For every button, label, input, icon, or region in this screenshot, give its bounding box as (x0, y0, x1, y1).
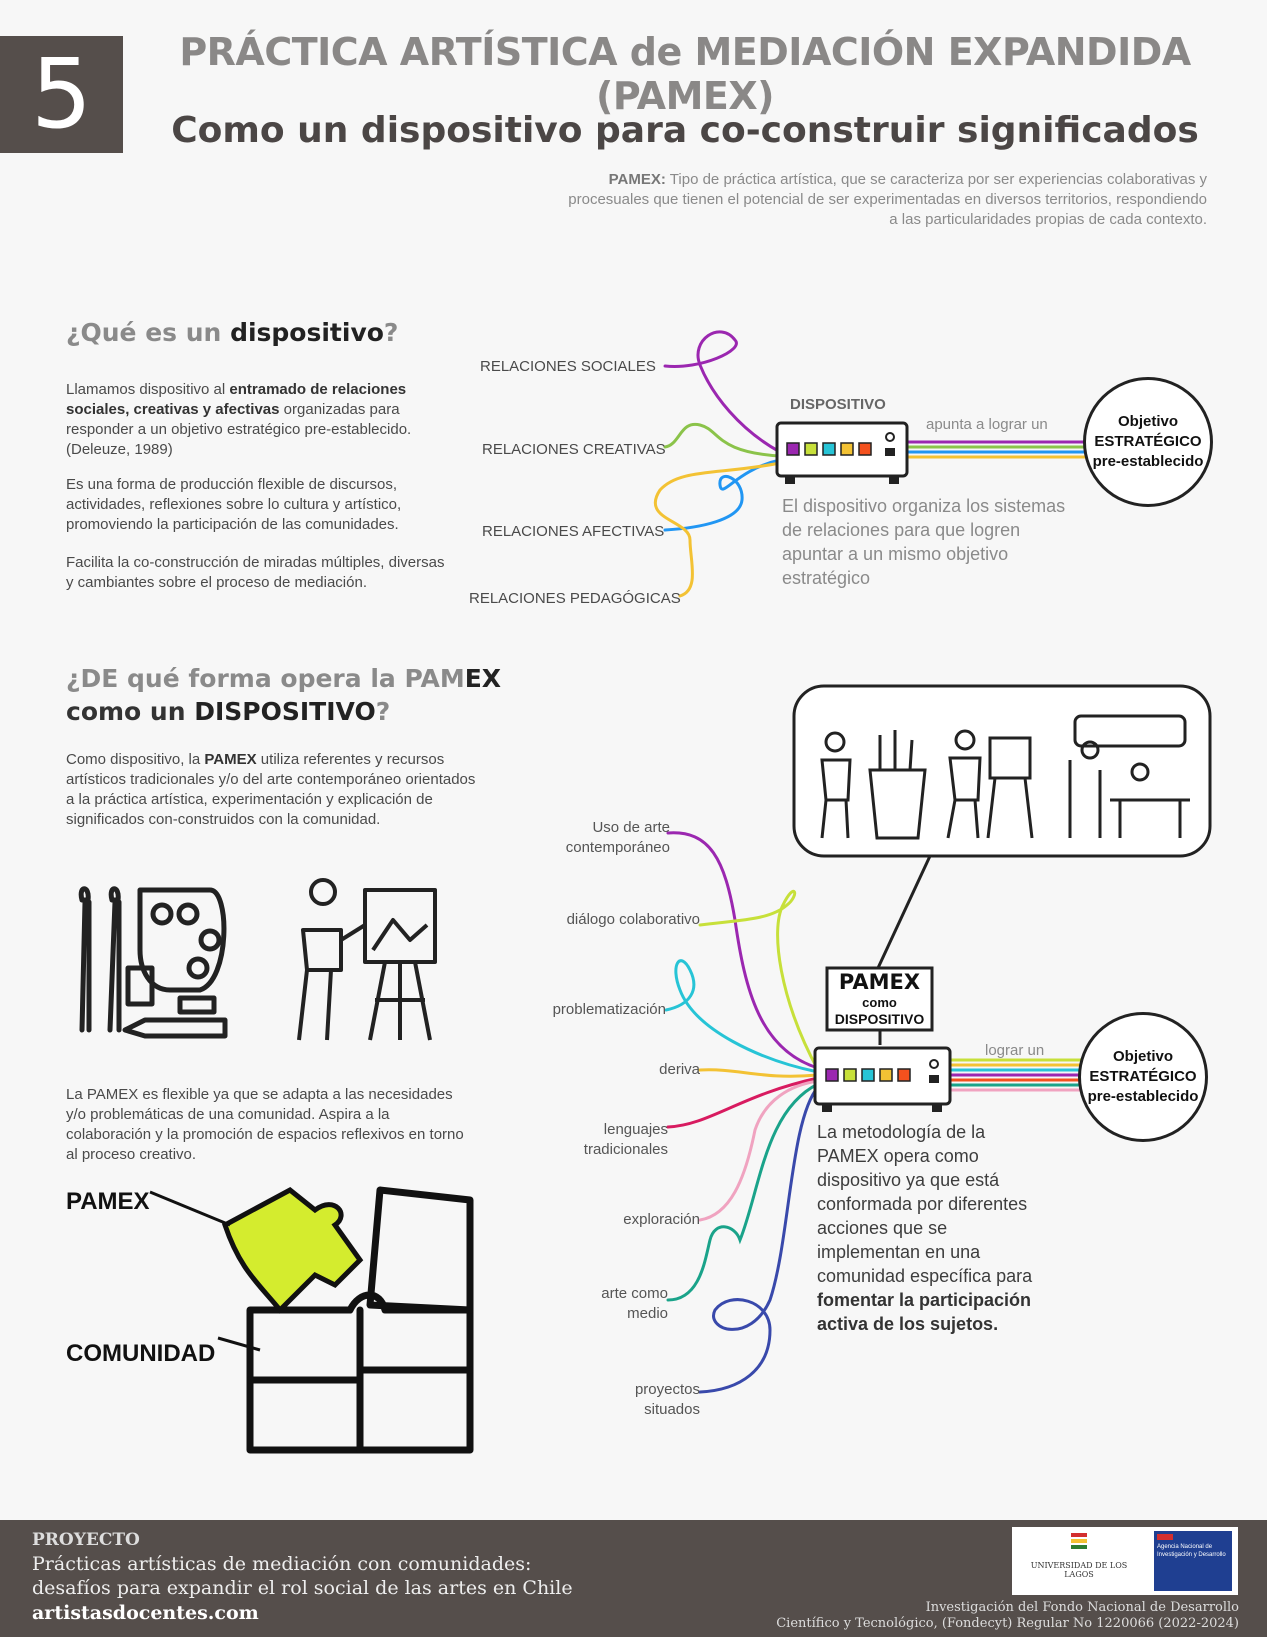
heading-bold: dispositivo (230, 318, 384, 347)
funding-text: Investigación del Fondo Nacional de Desa… (776, 1600, 1239, 1632)
definition-text: Tipo de práctica artística, que se carac… (568, 171, 1207, 228)
painter-easel-icon (297, 878, 437, 1041)
university-name: UNIVERSIDAD DE LOS LAGOS (1030, 1561, 1128, 1579)
objective2-line3: pre-establecido (1087, 1088, 1199, 1105)
funding-line2: Científico y Tecnológico, (Fondecyt) Reg… (776, 1616, 1239, 1631)
pedagogic-relation-line (653, 461, 782, 598)
footer-line2: desafíos para expandir el rol social de … (32, 1577, 573, 1599)
section-number: 5 (0, 36, 123, 153)
footer-line1: Prácticas artísticas de mediación con co… (32, 1553, 532, 1575)
heading2-line2-dark: DISPOSITIVO (194, 697, 376, 726)
action-deriva: deriva (659, 1061, 700, 1078)
creative-relation-line (663, 422, 782, 458)
pamex-monitor (825, 966, 934, 1045)
relation-label-affective: RELACIONES AFECTIVAS (482, 523, 665, 540)
heading2-dark: EX (464, 664, 502, 693)
art-supplies-icon (78, 886, 228, 1039)
agency-name: Agencia Nacional de Investigación y Desa… (1157, 1544, 1226, 1558)
device-box (775, 421, 909, 484)
p1-bold: entramado de relaciones sociales, creati… (66, 381, 407, 418)
logos-panel: UNIVERSIDAD DE LOS LAGOS Agencia Naciona… (1012, 1527, 1238, 1595)
section1-paragraph2: Es una forma de producción flexible de d… (66, 476, 402, 533)
heading2-line2-prefix: como un (66, 697, 195, 726)
arrow-label: apunta a lograr un (926, 416, 1048, 433)
objective-line3: pre-establecido (1092, 453, 1204, 470)
relation-label-social: RELACIONES SOCIALES (480, 358, 656, 375)
line-proyectos (698, 1085, 820, 1394)
action-proyectos: proyectos situados (634, 1381, 700, 1418)
s2p1-b: utiliza referentes y recursos artísticos… (66, 751, 476, 828)
footer-project: Prácticas artísticas de mediación con co… (32, 1552, 573, 1600)
method-bold: fomentar la participación activa de los … (817, 1290, 1032, 1334)
line-exploracion (698, 1079, 820, 1222)
objective-line1: Objetivo (1117, 413, 1178, 430)
scenes-bubble (792, 684, 1212, 858)
line-dialogo (698, 889, 820, 1072)
heading-suffix: ? (383, 318, 399, 347)
page-subtitle: Como un dispositivo para co-construir si… (171, 110, 1199, 151)
monitor-text: PAMEX como DISPOSITIVO (827, 970, 932, 1028)
heading2-line2-suffix: ? (375, 697, 391, 726)
line-problematizacion (664, 959, 820, 1074)
action-exploracion: exploración (623, 1211, 700, 1228)
heading2-prefix: ¿DE qué forma opera la PAM (66, 664, 465, 693)
funding-line1: Investigación del Fondo Nacional de Desa… (925, 1600, 1239, 1615)
pamex-device-box (813, 1046, 952, 1112)
social-relation-line (663, 330, 782, 454)
pamex-definition: PAMEX: Tipo de práctica artística, que s… (567, 170, 1207, 230)
relation-label-creative: RELACIONES CREATIVAS (482, 441, 666, 458)
section2-paragraph2: La PAMEX es flexible ya que se adapta a … (66, 1086, 464, 1163)
monitor-line2: como (862, 995, 897, 1010)
objective2-line2: ESTRATÉGICO (1089, 1068, 1197, 1085)
action-arte-contemporaneo: Uso de arte contemporáneo (565, 819, 670, 856)
monitor-line3: DISPOSITIVO (834, 1011, 925, 1027)
university-logo: UNIVERSIDAD DE LOS LAGOS (1020, 1533, 1138, 1579)
objective-line2: ESTRATÉGICO (1094, 433, 1202, 450)
action-arte-medio: arte como medio (601, 1285, 668, 1322)
monitor-line1: PAMEX (838, 970, 921, 994)
p1-text-b: organizadas para responder a un objetivo… (66, 401, 412, 458)
p1-text-a: Llamamos dispositivo al (66, 381, 230, 398)
line-deriva (698, 1068, 820, 1078)
footer-label: PROYECTO (32, 1530, 140, 1550)
pamex-puzzle-piece (221, 1187, 364, 1314)
device-note: El dispositivo organiza los sistemas de … (782, 496, 1066, 588)
dispositivo-diagram (653, 330, 1092, 598)
line-arte-contemporaneo (666, 831, 820, 1070)
action-dialogo: diálogo colaborativo (566, 911, 700, 928)
method-text: La metodología de la PAMEX opera como di… (817, 1122, 1033, 1286)
section1-paragraph3: Facilita la co-construcción de miradas m… (66, 554, 445, 591)
page-title: PRÁCTICA ARTÍSTICA de MEDIACIÓN EXPANDID… (179, 30, 1191, 118)
action-lenguajes: lenguajes tradicionales (583, 1121, 668, 1158)
section1-heading: ¿Qué es un dispositivo? (66, 318, 398, 347)
agency-logo: Agencia Nacional de Investigación y Desa… (1154, 1531, 1232, 1591)
puzzle-label-comunidad: COMUNIDAD (66, 1340, 216, 1367)
objective2-line1: Objetivo (1112, 1048, 1173, 1065)
scenes-icons (820, 714, 1190, 840)
puzzle-label-pamex: PAMEX (66, 1188, 150, 1215)
device-label: DISPOSITIVO (790, 396, 886, 413)
footer-site-link[interactable]: artistasdocentes.com (32, 1602, 259, 1624)
section1-paragraph1: Llamamos dispositivo al entramado de rel… (66, 380, 456, 460)
line-lenguajes (666, 1076, 820, 1129)
pamex-diagram (664, 684, 1212, 1394)
section2-paragraph1: Como dispositivo, la PAMEX utiliza refer… (66, 750, 476, 830)
footer: PROYECTO Prácticas artísticas de mediaci… (0, 1520, 1267, 1637)
arrow-label-2: lograr un (985, 1042, 1045, 1059)
affective-relation-line (663, 458, 782, 532)
puzzle-illustration (149, 1186, 474, 1454)
relation-label-pedagogic: RELACIONES PEDAGÓGICAS (469, 590, 681, 607)
heading-prefix: ¿Qué es un (66, 318, 231, 347)
s2p1-a: Como dispositivo, la (66, 751, 205, 768)
action-problematizacion: problematización (552, 1001, 666, 1018)
line-arte-medio (666, 1082, 820, 1302)
s2p1-bold: PAMEX (204, 751, 257, 768)
section2-heading: ¿DE qué forma opera la PAMEX como un DIS… (66, 662, 501, 728)
methodology-text: La metodología de la PAMEX opera como di… (817, 1120, 1037, 1336)
definition-term: PAMEX: (608, 171, 666, 188)
